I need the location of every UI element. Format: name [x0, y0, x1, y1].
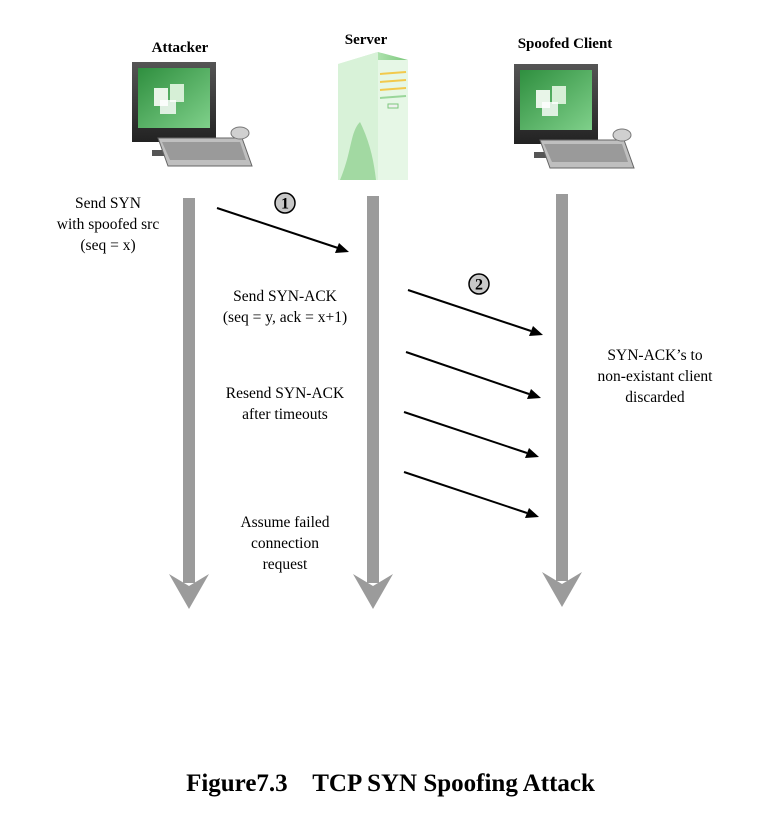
figure-caption: Figure7.3 TCP SYN Spoofing Attack	[186, 770, 595, 797]
client-lifeline	[542, 194, 582, 607]
syn-ack-note-line-2: (seq = y, ack = x+1)	[222, 309, 348, 326]
assume-note-line-3: request	[262, 556, 308, 573]
attacker-label: Attacker	[151, 40, 209, 56]
syn-ack-arrow-4	[403, 471, 539, 518]
step-1-number: 1	[281, 196, 289, 213]
server-label: Server	[344, 32, 388, 48]
step-2-marker: 2	[468, 273, 490, 295]
server-tower-icon	[338, 52, 408, 180]
syn-ack-note-line-1: Send SYN-ACK	[233, 288, 337, 305]
syn-ack-note: Send SYN-ACK (seq = y, ack = x+1)	[200, 286, 370, 328]
step-2-number: 2	[475, 277, 483, 294]
syn-arrow	[216, 207, 349, 253]
syn-ack-arrow-3	[403, 411, 539, 458]
attacker-lifeline	[169, 198, 209, 609]
assume-note: Assume failed connection request	[210, 512, 360, 575]
attacker-note-line-1: Send SYN	[75, 195, 141, 212]
assume-note-line-1: Assume failed	[240, 514, 330, 531]
step-1-marker: 1	[274, 192, 296, 214]
client-note-line-3: discarded	[625, 389, 685, 406]
spoofed-client-label: Spoofed Client	[517, 36, 613, 52]
resend-note-line-2: after timeouts	[242, 406, 328, 423]
resend-note-line-1: Resend SYN-ACK	[225, 385, 345, 402]
resend-note: Resend SYN-ACK after timeouts	[200, 383, 370, 425]
syn-ack-arrow-2	[405, 351, 541, 399]
syn-ack-arrow-1	[407, 289, 543, 336]
server-lifeline	[353, 196, 393, 609]
client-note-line-2: non-existant client	[597, 368, 713, 385]
attacker-note: Send SYN with spoofed src (seq = x)	[28, 193, 188, 256]
attacker-note-line-3: (seq = x)	[80, 237, 136, 254]
client-note: SYN-ACK’s to non-existant client discard…	[570, 345, 740, 408]
spoofed-client-computer-icon	[514, 64, 635, 169]
attacker-note-line-2: with spoofed src	[56, 216, 160, 233]
client-note-line-1: SYN-ACK’s to	[607, 347, 703, 364]
assume-note-line-2: connection	[250, 535, 319, 552]
attacker-computer-icon	[132, 62, 253, 167]
